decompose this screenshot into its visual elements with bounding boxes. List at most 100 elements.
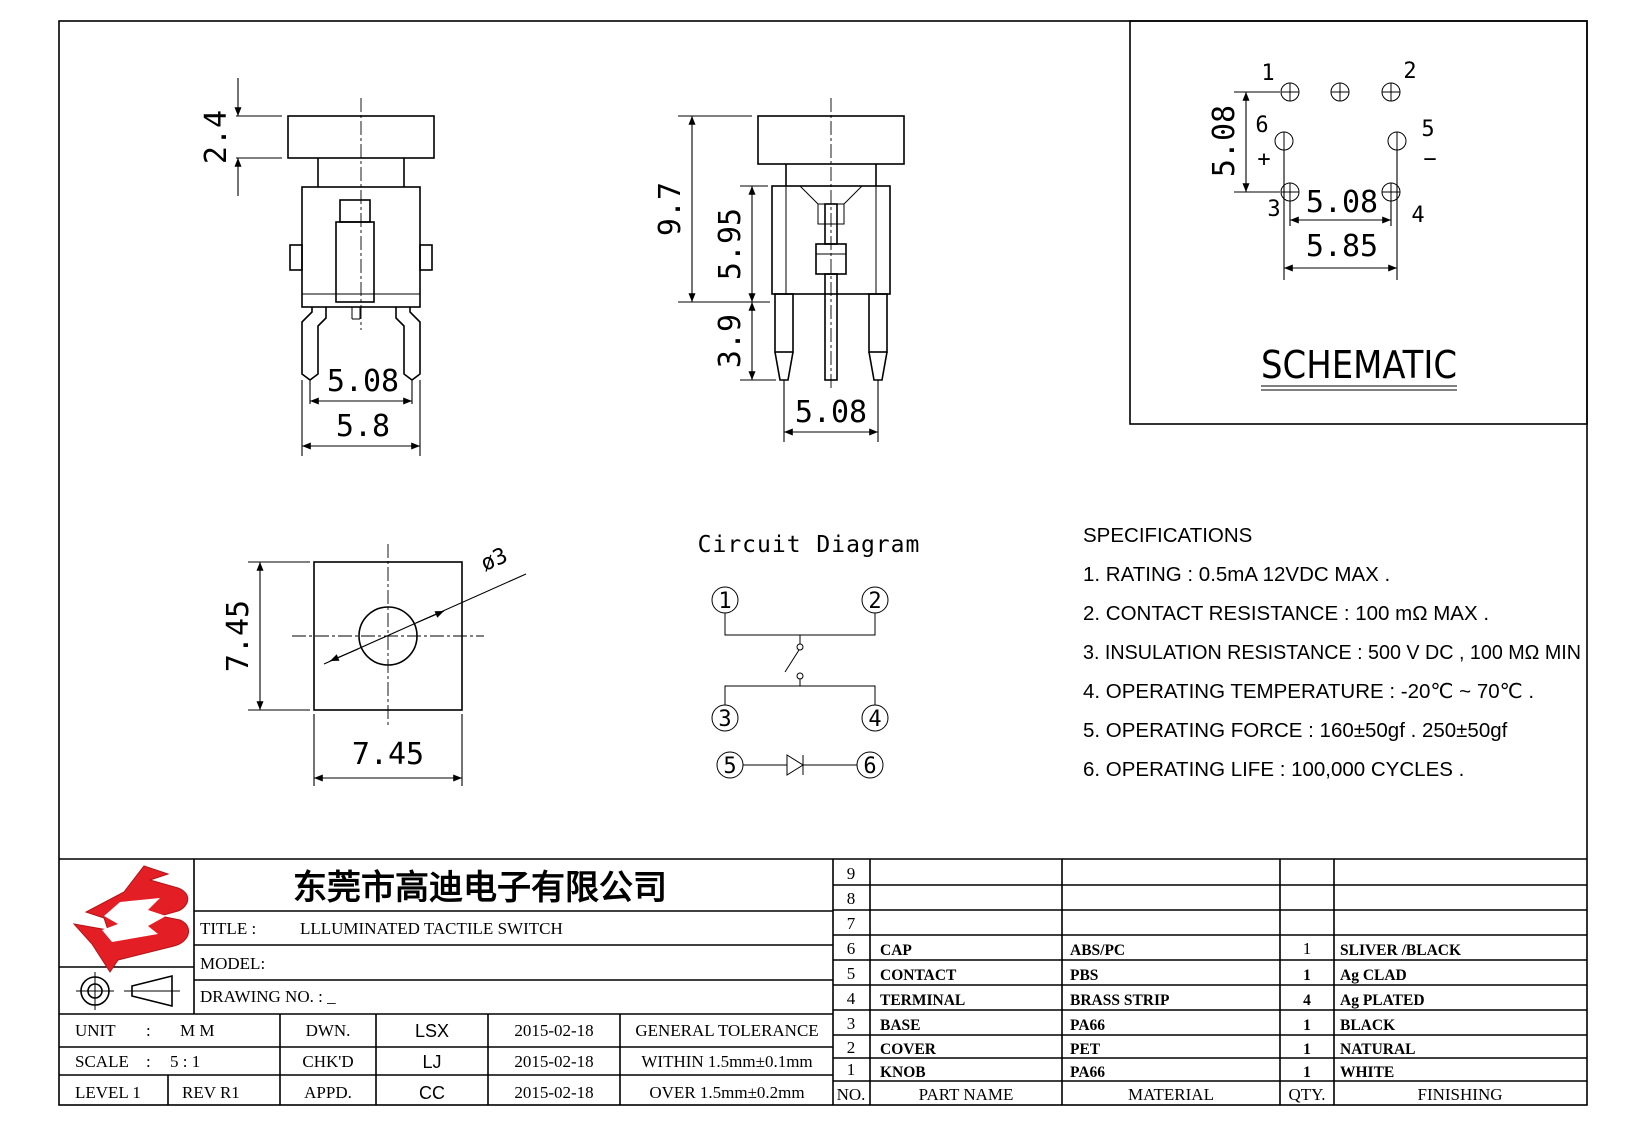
bom-row-4-no: 4 [847, 989, 856, 1008]
chk-date: 2015-02-18 [514, 1052, 593, 1071]
tolerance-heading: GENERAL TOLERANCE [635, 1021, 818, 1040]
dim-top-width: 7.45 [352, 737, 424, 772]
dwn-date: 2015-02-18 [514, 1021, 593, 1040]
schematic-pin-1: 1 [1261, 61, 1274, 86]
schematic-dim-inner: 5.08 [1306, 185, 1378, 220]
model-label: MODEL: [200, 954, 265, 973]
schematic-pin-3: 3 [1267, 197, 1280, 222]
spec-item-3: 3. INSULATION RESISTANCE : 500 V DC , 10… [1083, 641, 1581, 664]
dim-top-height: 7.45 [221, 600, 256, 672]
schematic-dim-vertical: 5.08 [1207, 105, 1242, 177]
bom-row-2-qty: 1 [1303, 1041, 1311, 1058]
bom-row-3-qty: 1 [1303, 1017, 1311, 1034]
bom-row-2-part: COVER [880, 1041, 937, 1058]
appd-name: CC [419, 1083, 445, 1103]
bom-row-2-material: PET [1070, 1041, 1101, 1058]
bom-row-3-part: BASE [880, 1017, 921, 1034]
bom-row-3-finishing: BLACK [1340, 1017, 1395, 1034]
schematic-pin-6: 6 [1255, 113, 1268, 138]
spec-item-5: 5. OPERATING FORCE : 160±50gf . 250±50gf [1083, 719, 1508, 742]
bom-row-5-finishing: Ag CLAD [1340, 967, 1407, 984]
appd-date: 2015-02-18 [514, 1083, 593, 1102]
projection-symbol [76, 972, 180, 1010]
tolerance-within: WITHIN 1.5mm±0.1mm [641, 1052, 812, 1071]
bom-row-3-material: PA66 [1070, 1017, 1105, 1034]
spec-item-6: 6. OPERATING LIFE : 100,000 CYCLES . [1083, 758, 1464, 781]
bom-row-1-no: 1 [847, 1060, 856, 1079]
dim-front-total-height: 9.7 [653, 182, 688, 236]
bom-row-2-finishing: NATURAL [1340, 1041, 1416, 1058]
title-label: TITLE : [200, 919, 256, 938]
bom-row-4-finishing: Ag PLATED [1340, 992, 1425, 1009]
bom-row-5-material: PBS [1070, 967, 1098, 984]
bom-header-qty: QTY. [1289, 1085, 1326, 1104]
appd-label: APPD. [304, 1083, 352, 1102]
drawing-no-label: DRAWING NO. : _ [200, 987, 336, 1006]
circuit-diagram [711, 586, 889, 779]
bom-row-7-no: 7 [847, 914, 856, 933]
chk-label: CHK'D [302, 1052, 353, 1071]
bom-row-6-qty: 1 [1303, 939, 1312, 958]
bom-header-finishing: FINISHING [1418, 1085, 1503, 1104]
circuit-pin-5: 5 [723, 754, 736, 779]
company-name: 东莞市高迪电子有限公司 [293, 868, 667, 908]
bom-row-1-material: PA66 [1070, 1064, 1105, 1081]
dwn-label: DWN. [306, 1021, 351, 1040]
schematic-minus: − [1423, 147, 1436, 172]
chk-name: LJ [422, 1052, 441, 1072]
level-label: LEVEL 1 [75, 1083, 141, 1102]
tolerance-over: OVER 1.5mm±0.2mm [649, 1083, 804, 1102]
dim-side-pin-pitch: 5.08 [327, 364, 399, 399]
bom-row-5-no: 5 [847, 964, 856, 983]
dim-front-body-height: 5.95 [713, 208, 748, 280]
bom-header-part: PART NAME [919, 1085, 1014, 1104]
bom-row-6-part: CAP [880, 942, 912, 959]
schematic-pin-4: 4 [1411, 203, 1424, 228]
dwn-name: LSX [415, 1021, 449, 1041]
circuit-title: Circuit Diagram [698, 532, 921, 558]
bom-row-2-no: 2 [847, 1038, 856, 1057]
schematic-box [1129, 20, 1588, 425]
title-block-grid [59, 858, 1587, 1105]
bom-grid [833, 859, 1587, 1105]
bom-row-4-part: TERMINAL [880, 992, 965, 1009]
circuit-pin-3: 3 [718, 707, 731, 732]
bom-row-6-material: ABS/PC [1070, 942, 1125, 959]
schematic-dim-outer: 5.85 [1306, 229, 1378, 264]
scale-label: SCALE [75, 1052, 129, 1071]
spec-heading: SPECIFICATIONS [1083, 524, 1252, 547]
unit-label: UNIT [75, 1021, 116, 1040]
side-view [234, 78, 435, 456]
company-logo [72, 865, 189, 973]
bom-row-6-finishing: SLIVER /BLACK [1340, 942, 1461, 959]
unit-colon: : [146, 1021, 151, 1040]
bom-table: 9 8 7 6 CAP ABS/PC 1 SLIVER /BLACK 5 CON… [837, 864, 1503, 1104]
bom-row-6-no: 6 [847, 939, 856, 958]
dim-side-body-width: 5.8 [336, 409, 390, 444]
rev-label: REV R1 [182, 1083, 240, 1102]
sheet-border [58, 20, 1588, 1106]
bom-row-1-qty: 1 [1303, 1064, 1311, 1081]
schematic-pin-2: 2 [1403, 59, 1416, 84]
dim-top-diameter: ø3 [477, 543, 511, 577]
unit-value: M M [180, 1021, 214, 1040]
bom-row-3-no: 3 [847, 1014, 856, 1033]
schematic-title: SCHEMATIC [1261, 343, 1457, 387]
bom-row-1-finishing: WHITE [1340, 1064, 1394, 1081]
dim-side-knob-height: 2.4 [199, 110, 234, 164]
scale-colon: : [146, 1052, 151, 1071]
scale-value: 5 : 1 [170, 1052, 200, 1071]
spec-item-2: 2. CONTACT RESISTANCE : 100 mΩ MAX . [1083, 602, 1489, 625]
spec-item-1: 1. RATING : 0.5mA 12VDC MAX . [1083, 563, 1390, 586]
bom-row-8-no: 8 [847, 889, 856, 908]
schematic-pinout [1234, 82, 1407, 280]
dim-front-pin-pitch: 5.08 [795, 395, 867, 430]
circuit-pin-2: 2 [868, 589, 881, 614]
circuit-pin-4: 4 [868, 707, 881, 732]
schematic-plus: + [1257, 147, 1270, 172]
top-view [248, 544, 527, 786]
circuit-pin-1: 1 [718, 589, 731, 614]
front-view [678, 98, 905, 442]
bom-row-4-material: BRASS STRIP [1070, 992, 1170, 1009]
